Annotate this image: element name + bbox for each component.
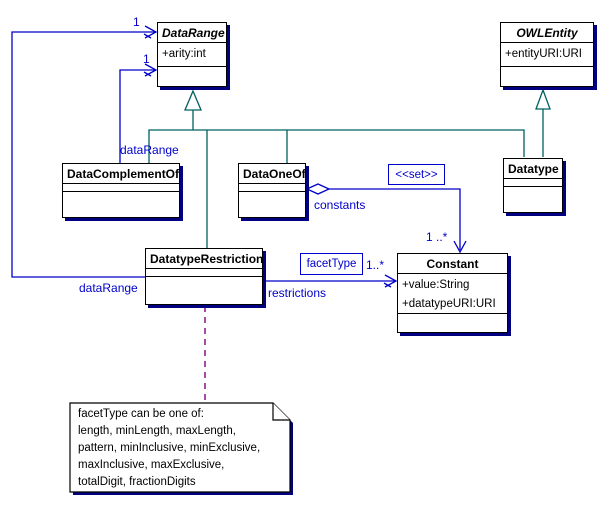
attributes-compartment (63, 184, 179, 192)
aggregation-data-one-of-constants (305, 183, 467, 254)
class-title: DataOneOf (239, 164, 306, 184)
class-data-one-of: DataOneOf (238, 163, 306, 218)
association-restrictions (263, 274, 398, 288)
class-title: OWLEntity (501, 23, 593, 43)
class-owl-entity: OWLEntity +entityURI:URI (500, 22, 594, 87)
class-datatype-restriction: DatatypeRestriction (145, 248, 263, 305)
multiplicity-label: 1..* (366, 258, 385, 272)
class-title: DatatypeRestriction (146, 249, 263, 269)
facet-type-tag-box: facetType (300, 253, 363, 275)
generalization-datatype-to-owl-entity (535, 88, 551, 157)
class-data-range: DataRange +arity:int (157, 22, 227, 87)
generalization-triangle (535, 88, 551, 110)
set-stereotype-box: <<set>> (388, 164, 445, 185)
class-constant: Constant +value:String +datatypeURI:URI (397, 253, 508, 333)
note-shape (69, 402, 293, 495)
note-line: totalDigit, fractionDigits (78, 476, 196, 488)
note-body (69, 402, 291, 493)
note-line: maxInclusive, maxExclusive, (78, 459, 225, 471)
operations-compartment (146, 277, 262, 304)
attributes-compartment (504, 179, 562, 187)
association-label-datarange-lower: dataRange (79, 281, 138, 295)
multiplicity-label: 1 (133, 15, 140, 29)
class-title: Constant (398, 254, 507, 274)
note-line: length, minLength, maxLength, (78, 425, 236, 437)
class-attribute: +arity:int (162, 48, 206, 60)
generalization-tree-data-range (148, 89, 525, 248)
class-title: DataComplementOf (63, 164, 179, 184)
multiplicity-label: 1 ..* (426, 230, 448, 244)
aggregation-diamond (305, 183, 331, 195)
association-label-restrictions: restrictions (268, 286, 327, 300)
class-data-complement-of: DataComplementOf (62, 163, 180, 218)
attributes-compartment (239, 184, 305, 192)
association-data-complement-of-to-data-range (119, 63, 158, 163)
association-label-datarange-upper: dataRange (120, 143, 179, 157)
association-datatype-restriction-to-data-range (11, 25, 158, 278)
note-fold-corner (272, 403, 290, 421)
open-arrowhead (453, 240, 467, 254)
class-attribute: +entityURI:URI (505, 48, 583, 60)
class-attribute: +value:String (402, 279, 470, 291)
association-label-constants: constants (314, 198, 366, 212)
operations-compartment (158, 67, 226, 86)
class-datatype: Datatype (503, 158, 563, 213)
class-attribute: +datatypeURI:URI (402, 298, 496, 310)
note-text: facetType can be one of: length, minLeng… (78, 406, 260, 491)
note-line: pattern, minInclusive, minExclusive, (78, 442, 261, 454)
operations-compartment (398, 314, 507, 332)
generalization-triangle (184, 89, 202, 111)
note-line: facetType can be one of: (78, 408, 204, 420)
operations-compartment (501, 67, 593, 86)
operations-compartment (504, 187, 562, 212)
class-title: DataRange (158, 23, 226, 43)
operations-compartment (239, 192, 305, 217)
class-title: Datatype (504, 159, 562, 179)
attributes-compartment (146, 269, 262, 277)
operations-compartment (63, 192, 179, 217)
multiplicity-label: 1 (143, 52, 150, 66)
